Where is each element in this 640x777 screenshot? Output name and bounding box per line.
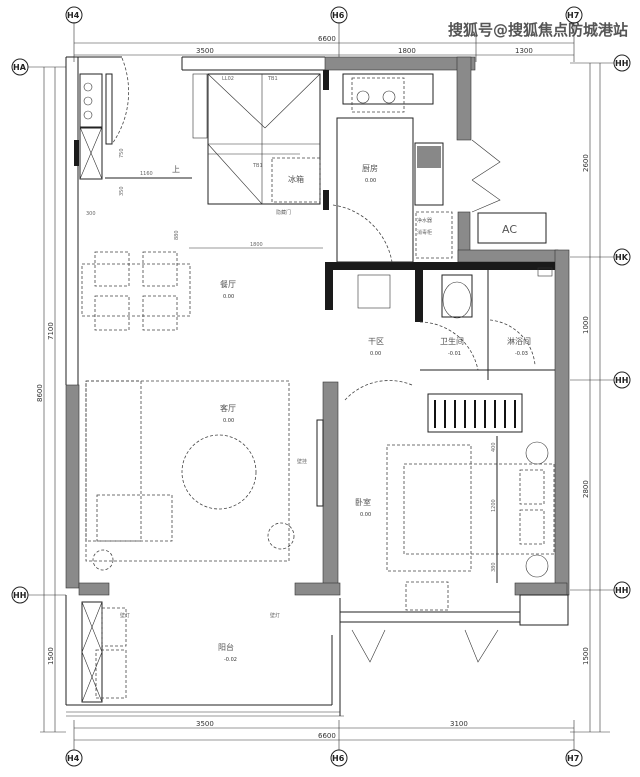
interior-dimensions: 750 350 300 1160 880 1800 400 1200 380 xyxy=(86,148,497,572)
room-living-name: 客厅 xyxy=(220,403,236,413)
axis-right-2: HK xyxy=(615,253,629,262)
water-purifier-label: 净水器 xyxy=(417,217,432,224)
dim-interior-1200: 1200 xyxy=(491,499,497,512)
living-furniture xyxy=(85,380,324,571)
axis-bottom-1: H4 xyxy=(67,754,80,763)
dim-right-3: 2800 xyxy=(582,480,590,498)
walls xyxy=(65,56,570,717)
room-bedroom-name: 卧室 xyxy=(355,497,371,507)
dim-top-1: 3500 xyxy=(196,47,214,55)
room-dry-area-level: 0.00 xyxy=(370,351,381,357)
dim-interior-750: 750 xyxy=(119,148,125,158)
balcony-fixtures: 壁灯 壁灯 xyxy=(81,601,280,703)
room-bedroom-level: 0.00 xyxy=(360,512,371,518)
axis-top-2: H6 xyxy=(332,11,345,20)
dim-top-total: 6600 xyxy=(318,35,336,43)
axis-right-4: HH xyxy=(615,586,628,595)
dim-left-1: 7100 xyxy=(47,322,55,340)
bedroom-furniture xyxy=(344,380,555,663)
entrance-closet xyxy=(74,57,129,180)
axis-bottom-3: H7 xyxy=(567,754,579,763)
axis-bottom-2: H6 xyxy=(332,754,345,763)
dim-interior-300: 300 xyxy=(86,211,96,217)
wall-lamp-label-1: 壁灯 xyxy=(120,612,130,619)
dim-interior-400: 400 xyxy=(491,442,497,452)
bathroom-fixtures xyxy=(357,267,555,380)
dim-interior-880: 880 xyxy=(174,230,180,240)
top-axis-markers: H4 H6 H7 xyxy=(65,6,583,24)
axis-right-1: HH xyxy=(615,59,628,68)
wall-mount-label: 壁挂 xyxy=(297,458,307,465)
dim-right-4: 1500 xyxy=(582,647,590,665)
dim-right-2: 1000 xyxy=(582,316,590,334)
room-dry-area-name: 干区 xyxy=(368,337,384,346)
dim-left-2: 1500 xyxy=(47,647,55,665)
top-dimensions: 6600 3500 1800 1300 xyxy=(73,22,575,70)
staircase: LL02 TB1 TB1 冰箱 隐藏门 上 xyxy=(105,73,321,216)
room-shower-name: 淋浴间 xyxy=(507,336,531,346)
room-living-level: 0.00 xyxy=(223,418,234,424)
room-toilet-name: 卫生间 xyxy=(440,336,464,346)
axis-left-2: HH xyxy=(13,591,26,600)
axis-top-1: H4 xyxy=(67,11,80,20)
wall-lamp-label-2: 壁灯 xyxy=(270,612,280,619)
right-dimensions: 2600 1000 2800 1500 HH HK HH HH xyxy=(570,54,631,733)
ac-label: AC xyxy=(502,223,517,236)
axis-left-1: HA xyxy=(13,63,27,72)
dim-bottom-1: 3500 xyxy=(196,720,214,728)
room-kitchen-name: 厨房 xyxy=(362,163,378,173)
stair-mark: LL02 xyxy=(222,76,234,82)
dim-bottom-2: 3100 xyxy=(450,720,468,728)
dining-table xyxy=(81,247,323,331)
dim-interior-1160: 1160 xyxy=(140,171,153,177)
stair-up-label: 上 xyxy=(172,165,180,174)
room-dining-name: 餐厅 xyxy=(220,280,236,289)
room-toilet-level: -0.01 xyxy=(448,351,461,357)
dim-interior-350: 350 xyxy=(119,186,125,196)
tb1-label-b: TB1 xyxy=(252,163,263,169)
dim-interior-1800: 1800 xyxy=(250,242,263,248)
dim-top-2: 1800 xyxy=(398,47,416,55)
fridge-label: 冰箱 xyxy=(288,174,304,184)
hidden-door-label: 隐藏门 xyxy=(276,209,291,216)
kitchen-fixtures: 净水器 消毒柜 AC xyxy=(332,73,547,263)
axis-right-3: HH xyxy=(615,376,628,385)
dim-left-total: 8600 xyxy=(36,384,44,402)
dim-right-1: 2600 xyxy=(582,154,590,172)
dim-top-3: 1300 xyxy=(515,47,533,55)
room-balcony-name: 阳台 xyxy=(218,642,234,652)
room-kitchen-level: 0.00 xyxy=(365,178,376,184)
left-dimensions: 8600 7100 1500 HA HH xyxy=(11,58,66,733)
axis-top-3: H7 xyxy=(567,11,579,20)
room-dining-level: 0.00 xyxy=(223,294,234,300)
watermark: 搜狐号@搜狐焦点防城港站 xyxy=(448,21,628,39)
tb1-label: TB1 xyxy=(267,76,278,82)
sterilizer-label: 消毒柜 xyxy=(417,229,432,236)
dim-bottom-total: 6600 xyxy=(318,732,336,740)
bottom-dimensions: 3500 3100 6600 H4 H6 H7 xyxy=(65,720,583,767)
room-labels: 餐厅 0.00 客厅 0.00 壁挂 厨房 0.00 干区 0.00 卫生间 -… xyxy=(218,163,531,663)
room-shower-level: -0.03 xyxy=(515,351,528,357)
room-balcony-level: -0.02 xyxy=(224,657,237,663)
dim-interior-380: 380 xyxy=(491,562,497,572)
